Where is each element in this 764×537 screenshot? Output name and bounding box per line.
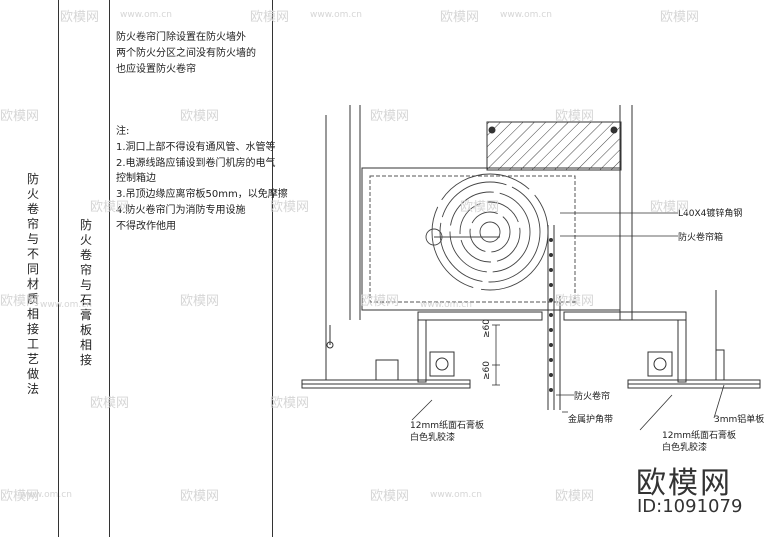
model-id: ID:1091079 xyxy=(637,496,743,517)
dimension-label-1: ≥60 xyxy=(482,319,492,338)
watermark-site: www.om.cn xyxy=(40,300,92,310)
watermark-site: www.om.cn xyxy=(20,490,72,500)
watermark-logo: 欧模网 xyxy=(460,200,500,215)
dimension-label-2: ≥60 xyxy=(482,361,492,380)
curtain-box xyxy=(361,167,621,311)
ceiling-right xyxy=(563,311,761,389)
watermark-logo: 欧模网 xyxy=(180,489,220,504)
watermark-logo: 欧模网 xyxy=(555,489,595,504)
table-border-left xyxy=(58,0,59,537)
anchor-bolts xyxy=(488,126,618,134)
watermark-logo: 欧模网 xyxy=(270,200,310,215)
hatched-beam xyxy=(486,121,622,171)
hanger-rods xyxy=(326,325,334,349)
watermark-site: www.om.cn xyxy=(310,10,362,20)
label-curtain-box: 防火卷帘箱 xyxy=(678,233,724,243)
watermark-logo: 欧模网 xyxy=(270,396,310,411)
watermark-logo: 欧模网 xyxy=(90,396,130,411)
dimension-lines xyxy=(492,324,500,386)
ceiling-left xyxy=(301,311,543,389)
table-border-right xyxy=(272,0,273,537)
curtain-rail xyxy=(547,225,561,410)
watermark-logo: 欧模网 xyxy=(0,489,40,504)
label-aluminum-plate: 3mm铝单板 xyxy=(714,415,764,425)
brand-logo: 欧模网 xyxy=(636,466,732,501)
table-border-middle xyxy=(109,0,110,537)
section-title: 防火卷帘与不同材质相接工艺做法 xyxy=(26,172,39,396)
section-subtitle: 防火卷帘与石膏板相接 xyxy=(79,218,92,367)
label-corner-tape: 金属护角带 xyxy=(568,415,614,425)
curtain-slats xyxy=(549,238,553,392)
watermark-logo: 欧模网 xyxy=(60,10,100,25)
watermark-logo: 欧模网 xyxy=(180,294,220,309)
label-curtain: 防火卷帘 xyxy=(574,392,611,402)
curtain-box-inner xyxy=(369,175,576,303)
notes-heading: 注: xyxy=(116,126,130,137)
label-angle-steel: L40X4镀锌角钢 xyxy=(678,209,743,219)
watermark-site: www.om.cn xyxy=(420,300,472,310)
watermark-logo: 欧模网 xyxy=(650,200,690,215)
watermark-logo: 欧模网 xyxy=(250,10,290,25)
watermark-site: www.om.cn xyxy=(430,490,482,500)
watermark-logo: 欧模网 xyxy=(370,489,410,504)
watermark-logo: 欧模网 xyxy=(0,109,40,124)
roller-drum xyxy=(425,173,549,291)
watermark-logo: 欧模网 xyxy=(660,10,700,25)
watermark-site: www.om.cn xyxy=(500,10,552,20)
watermark-logo: 欧模网 xyxy=(370,109,410,124)
leader-lines xyxy=(411,212,725,431)
watermark-logo: 欧模网 xyxy=(180,109,220,124)
watermark-logo: 欧模网 xyxy=(90,200,130,215)
watermark-site: www.om.cn xyxy=(120,10,172,20)
watermark-logo: 欧模网 xyxy=(360,294,400,309)
watermark-logo: 欧模网 xyxy=(0,294,40,309)
watermark-logo: 欧模网 xyxy=(555,294,595,309)
watermark-logo: 欧模网 xyxy=(440,10,480,25)
watermark-logo: 欧模网 xyxy=(555,109,595,124)
light-fixtures xyxy=(375,349,725,381)
